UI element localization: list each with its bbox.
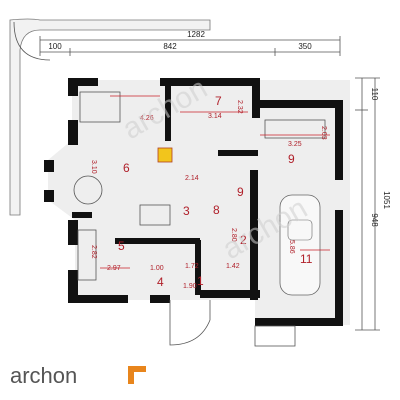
room-number-10: 9	[288, 152, 295, 166]
room-number-5: 5	[118, 239, 125, 253]
dim-right-total: 1051	[382, 191, 391, 209]
room-number-2: 2	[240, 233, 247, 247]
terrace-area	[9, 18, 211, 216]
room-number-9: 9	[237, 185, 244, 199]
area-10: 3.25	[288, 141, 302, 148]
fireplace-icon	[157, 147, 173, 163]
furniture	[73, 91, 326, 296]
stairs	[139, 204, 171, 226]
area-6: 4.26	[140, 115, 154, 122]
garage-ramp	[254, 325, 296, 347]
area-2: 1.42	[226, 263, 240, 270]
car-windshield	[287, 219, 313, 241]
dim-top-mid: 842	[163, 42, 177, 51]
area-5: 2.97	[107, 265, 121, 272]
label-a: 3.10	[90, 160, 97, 174]
room-dimension-lines	[100, 95, 330, 269]
room-number-1: 1	[197, 274, 204, 288]
label-b: 2.82	[90, 245, 97, 259]
dim-top-left: 100	[48, 42, 62, 51]
kitchen-counter	[77, 229, 97, 281]
entrance-steps	[169, 300, 211, 346]
utility-counter	[264, 119, 326, 139]
label-c: 2.32	[236, 100, 243, 114]
label-f: 2.03	[320, 126, 327, 140]
area-7: 3.14	[208, 113, 222, 120]
dining-table	[73, 175, 103, 205]
logo-inner-icon	[134, 372, 146, 384]
label-d: 2.80	[230, 228, 237, 242]
room-number-4: 4	[157, 275, 164, 289]
brand-name: archon	[10, 363, 77, 388]
area-1: 1.72	[185, 263, 199, 270]
brand-logo: archon	[10, 363, 146, 388]
dimension-lines	[39, 36, 380, 331]
walls	[44, 78, 343, 326]
room-number-3: 3	[183, 204, 190, 218]
area-3: 2.14	[185, 175, 199, 182]
dim-right-mid: 948	[370, 213, 379, 227]
terrace-curve	[13, 21, 51, 61]
dim-right-top: 110	[370, 88, 379, 101]
room-number-7: 7	[215, 94, 222, 108]
dim-top-total: 1282	[187, 30, 205, 39]
floor-area	[48, 80, 350, 325]
room-number-6: 6	[123, 161, 130, 175]
label-g: 1.90	[183, 283, 197, 290]
room-number-8: 8	[213, 203, 220, 217]
room-number-11: 11	[300, 252, 313, 266]
sofa	[79, 91, 121, 123]
area-4: 1.00	[150, 265, 164, 272]
area-11: 5.86	[288, 240, 295, 254]
car-icon	[279, 194, 321, 296]
dim-top-right: 350	[298, 42, 312, 51]
